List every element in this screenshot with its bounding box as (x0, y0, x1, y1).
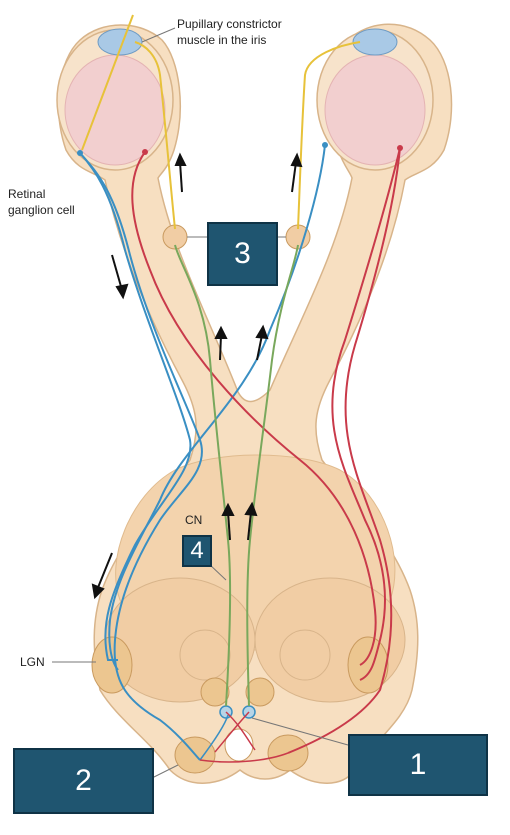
red-cn-crossing (214, 711, 256, 753)
left-lgn-nucleus (91, 636, 133, 694)
retinal-label-line2: ganglion cell (8, 203, 75, 217)
label-box-2: 2 (13, 748, 154, 814)
blue-retinal-path-left (79, 152, 192, 661)
red-pretectal-link (199, 752, 289, 763)
green-path-left (174, 244, 232, 707)
blue-retinal-path-left-inner (79, 152, 203, 761)
right-red-dot (397, 145, 403, 151)
left-eye-interior (64, 54, 166, 166)
yellow-postganglionic-right (297, 41, 361, 230)
box1-leader-line (251, 717, 349, 746)
label-box-1: 1 (348, 734, 488, 796)
right-lens (352, 28, 398, 56)
retinal-label-line1: Retinal (8, 187, 45, 201)
blue-pretectal-link (199, 714, 229, 761)
green-path-right (246, 244, 299, 707)
lgn-label: LGN (20, 655, 45, 669)
right-blue-dot (322, 142, 328, 148)
box2-leader-line (151, 764, 179, 779)
pupillary-label-line2: muscle in the iris (177, 33, 266, 47)
blue-crossing-path (108, 144, 326, 671)
left-retinal-ganglion-dot (77, 150, 83, 156)
left-red-dot (142, 149, 148, 155)
pupillary-label-line1: Pupillary constrictor (177, 17, 282, 31)
label-box-4: 4 (182, 535, 212, 567)
right-ew-nucleus (245, 677, 275, 707)
red-retinal-path-right-inner (287, 147, 401, 754)
right-inner-nucleus (279, 629, 331, 681)
left-inner-nucleus (179, 629, 231, 681)
light-ray (81, 14, 134, 151)
left-ew-nucleus (200, 677, 230, 707)
arrow-icon (91, 152, 303, 600)
label-box-3: 3 (207, 222, 278, 286)
red-crossing-path (131, 151, 377, 666)
pupillary-leader-line (141, 27, 176, 43)
cn-label: CN (185, 513, 202, 527)
right-eye-interior (324, 54, 426, 166)
yellow-postganglionic-left (134, 41, 176, 230)
red-retinal-path-right (331, 147, 401, 681)
